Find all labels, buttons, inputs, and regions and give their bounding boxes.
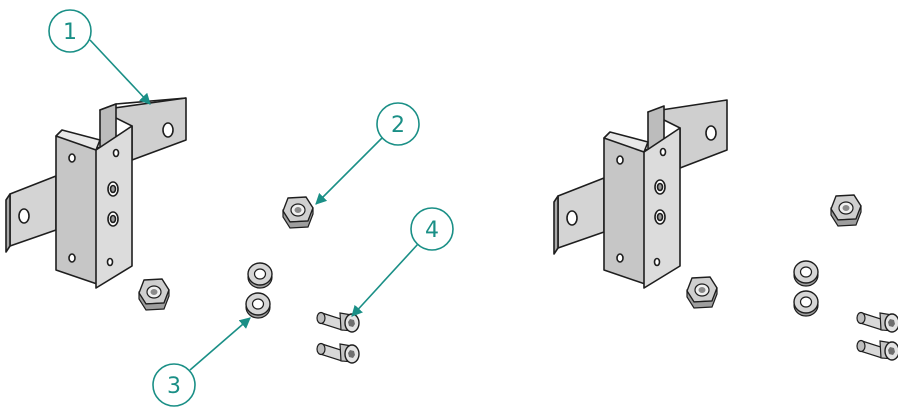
callout-4-label: 4: [425, 218, 439, 243]
left-assembly: [5, 97, 360, 364]
right-assembly: [553, 99, 898, 361]
left-hex-nut-lower: [138, 278, 170, 311]
left-cap-screw-bottom: [316, 342, 360, 364]
callouts: 1 2 3 4: [48, 9, 454, 407]
callout-1: 1: [48, 9, 151, 105]
callout-4: 4: [351, 207, 454, 317]
callout-2-label: 2: [391, 113, 405, 138]
right-hex-nut-lower: [686, 276, 718, 309]
right-cap-screw-top: [856, 311, 898, 333]
callout-3: 3: [152, 317, 251, 407]
right-bracket: [553, 99, 728, 289]
callout-2: 2: [315, 102, 420, 205]
left-bracket: [5, 97, 187, 289]
right-washer-bottom: [793, 290, 819, 317]
callout-1-label: 1: [63, 20, 77, 45]
right-cap-screw-bottom: [856, 339, 898, 361]
callout-3-label: 3: [167, 374, 181, 399]
right-washer-top: [793, 260, 819, 287]
left-hex-nut-upper: [282, 196, 314, 229]
left-washer-bottom: [245, 292, 271, 319]
left-washer-top: [247, 262, 273, 289]
right-hex-nut-upper: [830, 194, 862, 227]
